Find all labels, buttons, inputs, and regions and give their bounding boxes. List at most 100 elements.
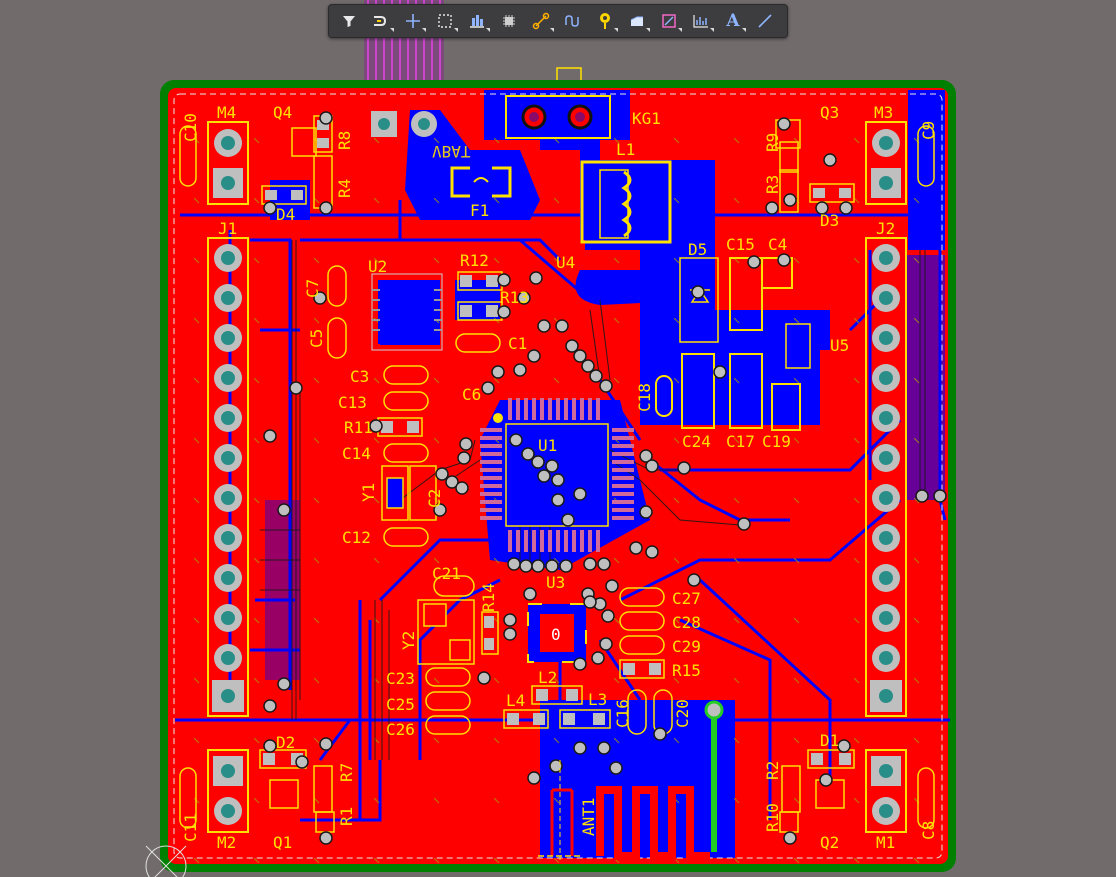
smd-pads	[263, 120, 851, 765]
place-line-tool[interactable]	[753, 9, 777, 33]
label-u5: U5	[830, 336, 849, 355]
label-c10: C10	[181, 113, 200, 142]
label-r9: R9	[763, 133, 782, 152]
label-u3-mark: 0	[551, 625, 561, 644]
label-c1: C1	[508, 334, 527, 353]
motor-m3	[865, 121, 907, 205]
label-u1: U1	[538, 436, 557, 455]
label-c23: C23	[386, 669, 415, 688]
label-c7: C7	[303, 279, 322, 298]
filter-tool[interactable]	[337, 9, 361, 33]
vias	[263, 111, 947, 845]
select-area-tool[interactable]	[433, 9, 458, 33]
label-y1: Y1	[359, 483, 378, 502]
label-m2: M2	[217, 833, 236, 852]
label-l2: L2	[538, 668, 557, 687]
crystal-y1[interactable]	[381, 465, 437, 521]
label-c24: C24	[682, 432, 711, 451]
label-ant1: ANT1	[579, 797, 598, 836]
place-string-tool[interactable]: A	[721, 9, 746, 33]
label-c12: C12	[342, 528, 371, 547]
label-u4: U4	[556, 253, 575, 272]
label-f1: F1	[470, 201, 489, 220]
interactive-routing-tool[interactable]	[369, 9, 394, 33]
place-cross-tool[interactable]	[401, 9, 426, 33]
jumper-wire	[704, 700, 724, 852]
label-r10: R10	[763, 803, 782, 832]
label-c3: C3	[350, 367, 369, 386]
label-r2: R2	[763, 761, 782, 780]
label-c26: C26	[386, 720, 415, 739]
power-components[interactable]	[655, 257, 811, 431]
place-component-tool[interactable]	[497, 9, 521, 33]
dimension-tool[interactable]	[657, 9, 682, 33]
label-c18: C18	[635, 383, 654, 412]
label-c20: C20	[673, 699, 692, 728]
label-c15: C15	[726, 235, 755, 254]
label-c19: C19	[762, 432, 791, 451]
place-via-tool[interactable]	[529, 9, 554, 33]
polygon-pour-tool[interactable]	[625, 9, 650, 33]
label-l3: L3	[588, 690, 607, 709]
label-d5: D5	[688, 240, 707, 259]
switch-kg1[interactable]	[505, 95, 611, 139]
passive-outlines	[259, 115, 855, 833]
signal-traces	[260, 240, 926, 760]
chart-tool[interactable]	[689, 9, 714, 33]
label-l4: L4	[506, 691, 525, 710]
label-c8: C8	[919, 821, 938, 840]
motor-m1	[865, 749, 907, 833]
label-q1: Q1	[273, 833, 292, 852]
label-m1: M1	[876, 833, 895, 852]
label-c5: C5	[307, 329, 326, 348]
label-c2: C2	[425, 489, 444, 508]
label-q2: Q2	[820, 833, 839, 852]
label-r7: R7	[337, 763, 356, 782]
label-c29: C29	[672, 637, 701, 656]
label-r14: R14	[479, 583, 498, 612]
fuse-f1[interactable]	[450, 166, 512, 198]
place-pad-tool[interactable]	[593, 9, 618, 33]
label-q4: Q4	[273, 103, 292, 122]
pad-icon	[600, 13, 610, 29]
label-c27: C27	[672, 589, 701, 608]
align-tool[interactable]	[465, 9, 490, 33]
connector-j2[interactable]	[865, 237, 907, 717]
align-icon	[470, 15, 484, 28]
label-r3: R3	[763, 175, 782, 194]
label-r13: R13	[500, 288, 529, 307]
label-c17: C17	[726, 432, 755, 451]
select-rect-icon	[438, 14, 452, 28]
ic-u3[interactable]	[527, 603, 587, 663]
label-d1: D1	[820, 731, 839, 750]
label-c13: C13	[338, 393, 367, 412]
label-vbat: VBAT	[432, 142, 471, 161]
label-c11: C11	[181, 813, 200, 842]
vbat-connector[interactable]	[371, 111, 437, 137]
connector-j1[interactable]	[207, 237, 249, 717]
label-c21: C21	[432, 564, 461, 583]
label-r4: R4	[335, 179, 354, 198]
diff-pair-tool[interactable]	[561, 9, 585, 33]
filter-icon	[343, 16, 355, 27]
label-c28: C28	[672, 613, 701, 632]
via-icon	[532, 12, 550, 30]
label-j1: J1	[218, 219, 237, 238]
label-r1: R1	[337, 807, 356, 826]
label-c16: C16	[613, 699, 632, 728]
motor-m4	[207, 121, 249, 205]
inductor-l1[interactable]	[580, 160, 672, 244]
motor-connectors[interactable]	[179, 121, 935, 833]
label-c25: C25	[386, 695, 415, 714]
component-icon	[503, 15, 515, 27]
label-r15: R15	[672, 661, 701, 680]
label-r11: R11	[344, 418, 373, 437]
antenna-ant1[interactable]	[538, 760, 710, 860]
polygon-icon	[630, 16, 643, 26]
ic-u2[interactable]	[371, 273, 443, 351]
dimension-icon	[662, 14, 676, 28]
label-c6: C6	[462, 385, 481, 404]
label-c4: C4	[768, 235, 787, 254]
crystal-y2[interactable]	[417, 599, 475, 665]
